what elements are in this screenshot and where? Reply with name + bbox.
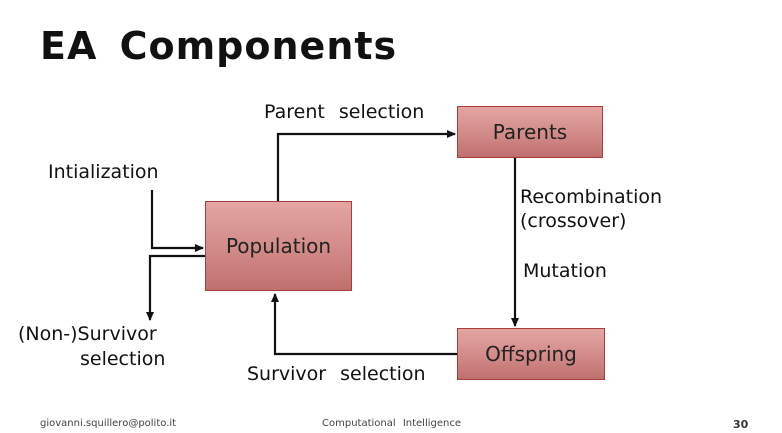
parent-selection-label: Parent selection xyxy=(264,101,425,123)
arrow-survivor-selection xyxy=(271,293,457,356)
survivor-selection-label: Survivor selection xyxy=(247,363,426,385)
non-survivor-label-line1: (Non-)Survivor xyxy=(18,323,157,345)
page-number: 30 xyxy=(733,418,749,431)
recombination-label: Recombination xyxy=(520,186,663,208)
arrow-non-survivor-selection xyxy=(146,254,205,321)
population-label: Population xyxy=(225,234,332,258)
population-box: Population xyxy=(205,201,352,291)
footer-email: giovanni.squillero@polito.it xyxy=(40,418,177,429)
crossover-label: (crossover) xyxy=(520,210,627,232)
arrow-parent-selection xyxy=(276,130,456,201)
non-survivor-label-line2: selection xyxy=(80,348,166,370)
mutation-label: Mutation xyxy=(523,260,607,282)
offspring-label: Offspring xyxy=(485,342,577,366)
parents-box: Parents xyxy=(457,106,603,158)
offspring-box: Offspring xyxy=(457,328,605,380)
arrow-initialization xyxy=(150,190,204,252)
parents-label: Parents xyxy=(492,120,568,144)
initialization-label: Intialization xyxy=(48,161,159,183)
footer-course: Computational Intelligence xyxy=(322,418,461,429)
slide-title: EA Components xyxy=(40,24,398,68)
